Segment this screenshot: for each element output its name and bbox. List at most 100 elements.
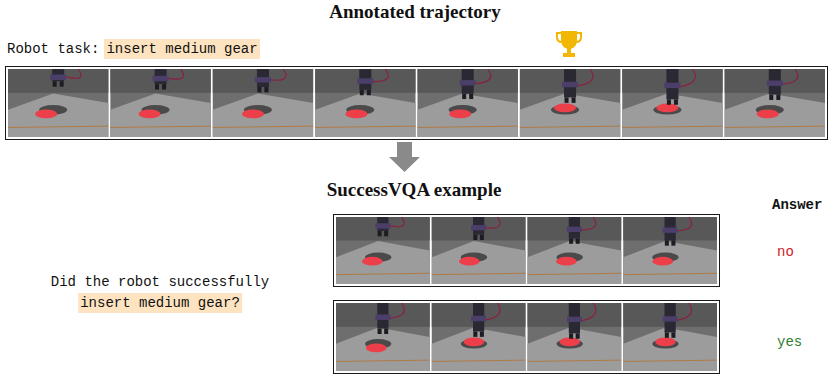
robot-cable: [64, 69, 81, 78]
frame-table: [623, 241, 717, 284]
frame-strip: yes: [333, 300, 720, 374]
frame-background: [623, 303, 717, 371]
robot-finger: [264, 87, 268, 92]
robot-finger: [667, 99, 671, 104]
video-frame: [622, 69, 722, 137]
robot-cable: [167, 69, 184, 79]
robot-finger: [53, 81, 57, 86]
frame-background: [623, 217, 717, 284]
frame-background: [336, 217, 430, 284]
frame-wall: [418, 69, 518, 93]
robot-wrist: [255, 77, 271, 82]
frame-tape: [213, 126, 313, 127]
robot-finger: [576, 333, 580, 338]
frame-background: [725, 69, 825, 137]
robot-wrist: [460, 80, 476, 85]
robot-finger: [569, 238, 573, 243]
video-frame: [432, 303, 526, 371]
robot-finger: [378, 329, 382, 334]
video-frames: [8, 69, 825, 371]
robot-finger: [378, 231, 382, 236]
red-gear: [655, 337, 676, 346]
robot-finger: [674, 99, 678, 104]
robot-finger: [480, 331, 484, 336]
frame-table: [725, 93, 825, 137]
frame-tape: [8, 126, 108, 127]
red-gear: [35, 109, 57, 118]
frame-tape: [336, 360, 430, 361]
robot-finger: [469, 94, 473, 99]
robot-wrist: [663, 227, 678, 232]
frame-table: [418, 93, 518, 137]
robot-finger: [60, 81, 64, 86]
frame-table: [622, 93, 722, 137]
robot-cable: [484, 217, 500, 228]
frame-background: [520, 69, 620, 137]
frame-wall: [432, 217, 526, 240]
video-frame: [8, 69, 108, 137]
robot-finger: [384, 231, 388, 236]
robot-wrist: [471, 225, 486, 230]
red-gear: [757, 109, 779, 118]
robot-cable: [389, 303, 405, 318]
robot-finger: [671, 332, 675, 337]
frame-background: [622, 69, 722, 137]
frame-tape: [432, 360, 526, 361]
frame-tape: [315, 126, 415, 127]
robot-wrist: [567, 317, 582, 322]
robot-cable: [580, 217, 596, 230]
video-frame: [528, 217, 622, 284]
red-gear: [556, 257, 577, 266]
red-gear: [362, 257, 383, 266]
red-gear: [242, 109, 264, 118]
frame-table: [520, 93, 620, 137]
robot-finger: [569, 333, 573, 338]
robot-cable: [576, 69, 593, 86]
frame-table: [623, 327, 717, 371]
frame-table: [315, 93, 415, 137]
red-gear: [345, 109, 367, 118]
frame-wall: [528, 217, 622, 240]
answer-yes: yes: [777, 333, 802, 351]
frame-background: [432, 303, 526, 371]
robot-wrist: [471, 316, 486, 321]
video-frame: [213, 69, 313, 137]
robot-wrist: [50, 75, 66, 80]
section-heading: Annotated trajectory: [329, 1, 500, 23]
robot-wrist: [357, 78, 373, 83]
frame-tape: [622, 126, 722, 127]
robot-wrist: [375, 223, 390, 228]
trophy-stem: [567, 48, 571, 53]
robot-cable: [676, 217, 692, 231]
robot-wrist: [767, 81, 783, 86]
video-frame: [725, 69, 825, 137]
robot-finger: [576, 238, 580, 243]
trajectory-strip: Robot task:insert medium gear: [5, 66, 828, 140]
robot-cable: [269, 69, 286, 80]
frame-table: [336, 241, 430, 284]
robot-wrist: [664, 83, 680, 88]
trophy-icon: [557, 31, 581, 57]
frame-table: [336, 327, 430, 371]
robot-finger: [257, 87, 261, 92]
video-frame: [520, 69, 620, 137]
robot-wrist: [567, 227, 582, 232]
robot-finger: [384, 329, 388, 334]
frame-background: [336, 303, 430, 371]
frame-wall: [315, 69, 415, 93]
robot-cable: [474, 69, 491, 84]
video-frame: [623, 303, 717, 371]
frame-background: [110, 69, 210, 137]
frame-background: [418, 69, 518, 137]
frame-tape: [418, 126, 518, 127]
column-heading: Answer: [772, 196, 822, 214]
robot-finger: [162, 84, 166, 89]
video-frame: [623, 217, 717, 284]
frame-background: [528, 217, 622, 284]
robot-finger: [155, 84, 159, 89]
trophy-cup: [561, 31, 577, 49]
red-gear: [449, 109, 471, 118]
robot-finger: [769, 95, 773, 100]
red-gear: [139, 109, 161, 118]
